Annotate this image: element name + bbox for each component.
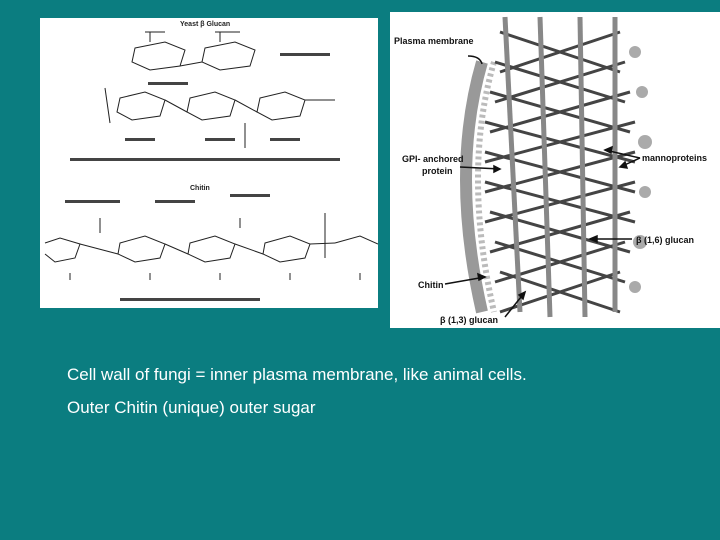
chitin-title: Chitin <box>190 185 210 192</box>
chem-structure-drawing: Yeast β Glucan Chitin <box>44 21 378 301</box>
membrane-lipid-heads <box>475 61 497 313</box>
glucan-rings-top <box>131 31 256 71</box>
chitin-fibers <box>502 16 618 318</box>
cell-wall-diagram: Plasma membrane GPI- anchored protein ma… <box>390 12 720 328</box>
glucan-fine-print <box>70 53 340 161</box>
label-plasma-membrane: Plasma membrane <box>394 36 474 46</box>
caption-line-1: Cell wall of fungi = inner plasma membra… <box>67 365 527 384</box>
label-mannoproteins: mannoproteins <box>642 153 707 163</box>
label-b13-glucan: β (1,3) glucan <box>440 315 498 325</box>
glucan-chitin-structure-figure: Yeast β Glucan Chitin <box>40 18 378 308</box>
caption-line-2: Outer Chitin (unique) outer sugar <box>67 398 316 417</box>
glucan-rings-middle <box>104 87 335 148</box>
label-gpi-anchored: GPI- anchored <box>402 154 464 164</box>
label-b16-glucan: β (1,6) glucan <box>636 235 694 245</box>
plasma-membrane-layer <box>460 60 488 314</box>
glucan-title: Yeast β Glucan <box>180 21 230 28</box>
chitin-fine-print <box>65 194 270 301</box>
chitin-rings <box>44 213 378 280</box>
label-arrows <box>444 55 641 318</box>
label-chitin: Chitin <box>418 280 444 290</box>
mannoprotein-blobs <box>629 46 652 293</box>
label-gpi-protein: protein <box>422 166 453 176</box>
cell-wall-drawing: Plasma membrane GPI- anchored protein ma… <box>394 16 707 325</box>
